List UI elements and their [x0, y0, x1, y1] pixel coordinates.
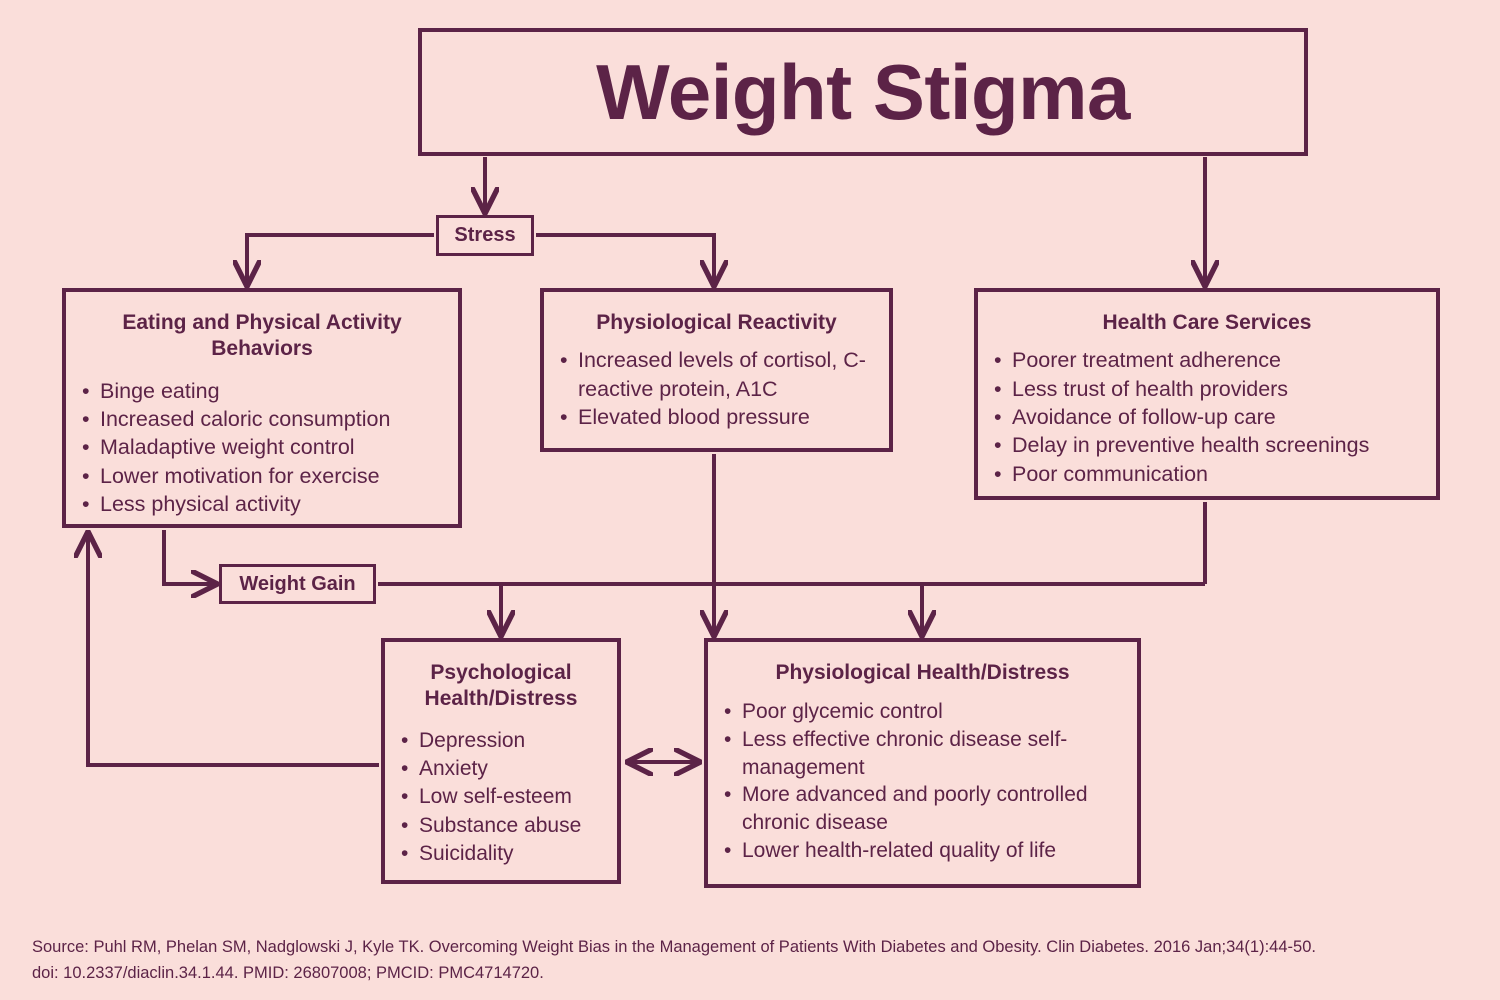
- node-physiological-reactivity-heading: Physiological Reactivity: [596, 311, 837, 334]
- edge-stress-to-eating: [247, 233, 434, 286]
- diagram-title-box: Weight Stigma: [418, 28, 1308, 156]
- list-item: Maladaptive weight control: [80, 433, 444, 462]
- node-stress-label: Stress: [454, 224, 516, 246]
- page-title: Weight Stigma: [596, 48, 1130, 136]
- list-item: Suicidality: [399, 840, 603, 869]
- list-item: Delay in preventive health screenings: [992, 431, 1422, 460]
- list-item: Poor glycemic control: [722, 698, 1123, 726]
- node-physiological-reactivity: Physiological Reactivity Increased level…: [540, 288, 893, 452]
- node-psychological-health-heading: Psychological Health/Distress: [424, 661, 578, 711]
- node-weight-gain-label: Weight Gain: [239, 572, 356, 595]
- list-item: Less physical activity: [80, 490, 444, 519]
- node-physiological-health-heading: Physiological Health/Distress: [775, 661, 1070, 684]
- list-item: Increased levels of cortisol, C-reactive…: [558, 346, 875, 403]
- list-item: Substance abuse: [399, 812, 603, 841]
- node-eating-heading: Eating and Physical Activity Behaviors: [122, 311, 402, 361]
- node-weight-gain: Weight Gain: [219, 564, 376, 604]
- node-health-care-services-heading: Health Care Services: [1102, 311, 1312, 334]
- node-physiological-reactivity-list: Increased levels of cortisol, C-reactive…: [558, 346, 875, 432]
- list-item: Depression: [399, 727, 603, 756]
- node-psychological-health-list: Depression Anxiety Low self-esteem Subst…: [399, 727, 603, 869]
- node-health-care-services: Health Care Services Poorer treatment ad…: [974, 288, 1440, 500]
- list-item: Low self-esteem: [399, 783, 603, 812]
- node-eating-and-physical-activity-behaviors: Eating and Physical Activity Behaviors B…: [62, 288, 462, 528]
- list-item: Anxiety: [399, 755, 603, 784]
- node-psychological-health-distress: Psychological Health/Distress Depression…: [381, 638, 621, 884]
- source-line-2: doi: 10.2337/diaclin.34.1.44. PMID: 2680…: [32, 964, 544, 983]
- node-physiological-health-list: Poor glycemic control Less effective chr…: [722, 698, 1123, 864]
- node-eating-list: Binge eating Increased caloric consumpti…: [80, 377, 444, 519]
- source-line-1: Source: Puhl RM, Phelan SM, Nadglowski J…: [32, 938, 1316, 956]
- node-physiological-health-distress: Physiological Health/Distress Poor glyce…: [704, 638, 1141, 888]
- list-item: Binge eating: [80, 377, 444, 406]
- list-item: Less effective chronic disease self-mana…: [722, 726, 1123, 781]
- list-item: More advanced and poorly controlled chro…: [722, 781, 1123, 836]
- edge-stress-to-physio-reactivity: [536, 233, 714, 286]
- list-item: Poorer treatment adherence: [992, 346, 1422, 375]
- edge-eating-to-weight-gain: [162, 530, 217, 584]
- list-item: Elevated blood pressure: [558, 403, 875, 432]
- list-item: Avoidance of follow-up care: [992, 403, 1422, 432]
- list-item: Increased caloric consumption: [80, 405, 444, 434]
- list-item: Less trust of health providers: [992, 375, 1422, 404]
- node-health-care-services-list: Poorer treatment adherence Less trust of…: [992, 346, 1422, 488]
- list-item: Lower motivation for exercise: [80, 462, 444, 491]
- source-citation: Source: Puhl RM, Phelan SM, Nadglowski J…: [32, 934, 1472, 987]
- node-stress: Stress: [436, 215, 534, 256]
- list-item: Lower health-related quality of life: [722, 837, 1123, 865]
- list-item: Poor communication: [992, 460, 1422, 489]
